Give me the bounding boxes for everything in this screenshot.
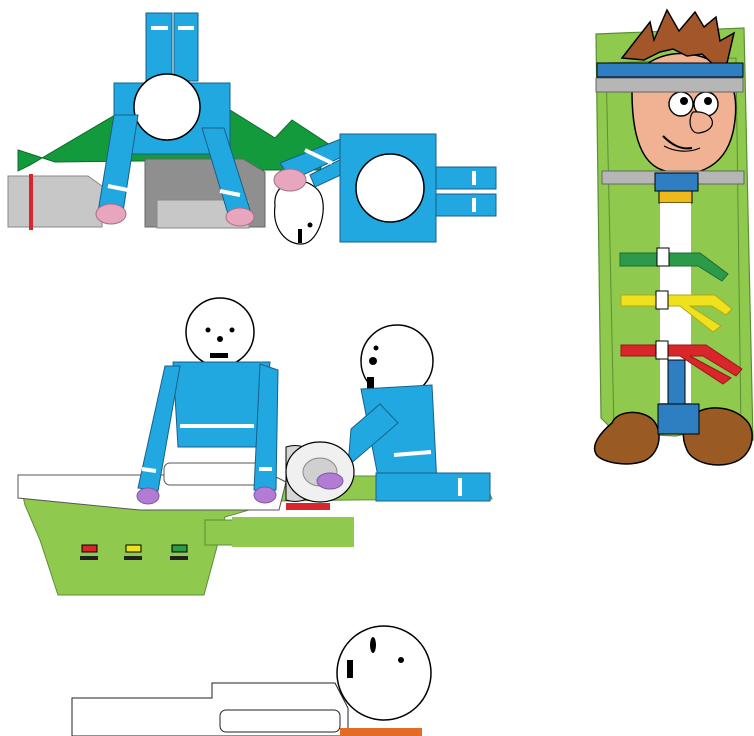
torso-middle-left [173, 362, 270, 447]
right-figure [595, 10, 753, 465]
bottom-eye-1 [370, 637, 376, 653]
collar-blue [655, 173, 698, 191]
button-panel [80, 545, 188, 560]
collar-yellow [659, 191, 692, 203]
head-side-top [356, 154, 424, 222]
mouth-left [210, 353, 228, 358]
eye-left-2 [230, 328, 235, 333]
leg-upper-top [436, 167, 496, 189]
bottom-orange [340, 728, 422, 736]
leg-middle-right [376, 473, 490, 501]
left-pupil [680, 97, 688, 105]
chest-band [596, 78, 743, 92]
leg-blue [658, 404, 699, 434]
green-side-fill [232, 517, 354, 547]
grey-base-left [8, 176, 102, 227]
yellow-button[interactable] [126, 545, 141, 552]
left-leg-top [146, 13, 172, 81]
left-hand-top [96, 204, 126, 224]
hand-top-2 [274, 169, 306, 191]
green-button[interactable] [172, 545, 187, 552]
red-button[interactable] [82, 545, 97, 552]
mouth-right [367, 377, 374, 389]
eye-left-1 [206, 328, 211, 333]
top-left-scene [8, 13, 496, 244]
middle-scene [18, 298, 492, 595]
right-leg-top [174, 13, 198, 81]
eye-right-1 [374, 346, 379, 351]
red-button-stem [80, 556, 98, 560]
right-pupil [704, 97, 712, 105]
bottom-inner [220, 710, 340, 732]
stripe-arm-left [142, 469, 156, 471]
yellow-button-stem [124, 556, 142, 560]
left-eye [669, 92, 693, 116]
green-clip [657, 248, 669, 266]
eye-1 [298, 229, 302, 243]
nose-left [217, 336, 223, 342]
eye-right-2 [369, 357, 377, 365]
bottom-scene [72, 626, 431, 736]
leg-lower-top [436, 194, 496, 216]
yellow-clip [656, 291, 668, 309]
bottom-eye-2 [398, 657, 404, 663]
right-paramedic-middle [286, 325, 490, 502]
left-hand-middle [137, 488, 159, 504]
eye-2 [308, 223, 313, 228]
headband [597, 63, 743, 77]
bottom-mouth [347, 660, 353, 678]
red-stripe [286, 503, 330, 510]
right-hand-top [226, 208, 254, 226]
head-top [134, 74, 200, 140]
right-paramedic-top [274, 134, 496, 244]
green-button-stem [170, 556, 188, 560]
red-clip [656, 341, 668, 359]
right-hand-middle [254, 487, 276, 503]
hand-middle-right [317, 473, 343, 489]
